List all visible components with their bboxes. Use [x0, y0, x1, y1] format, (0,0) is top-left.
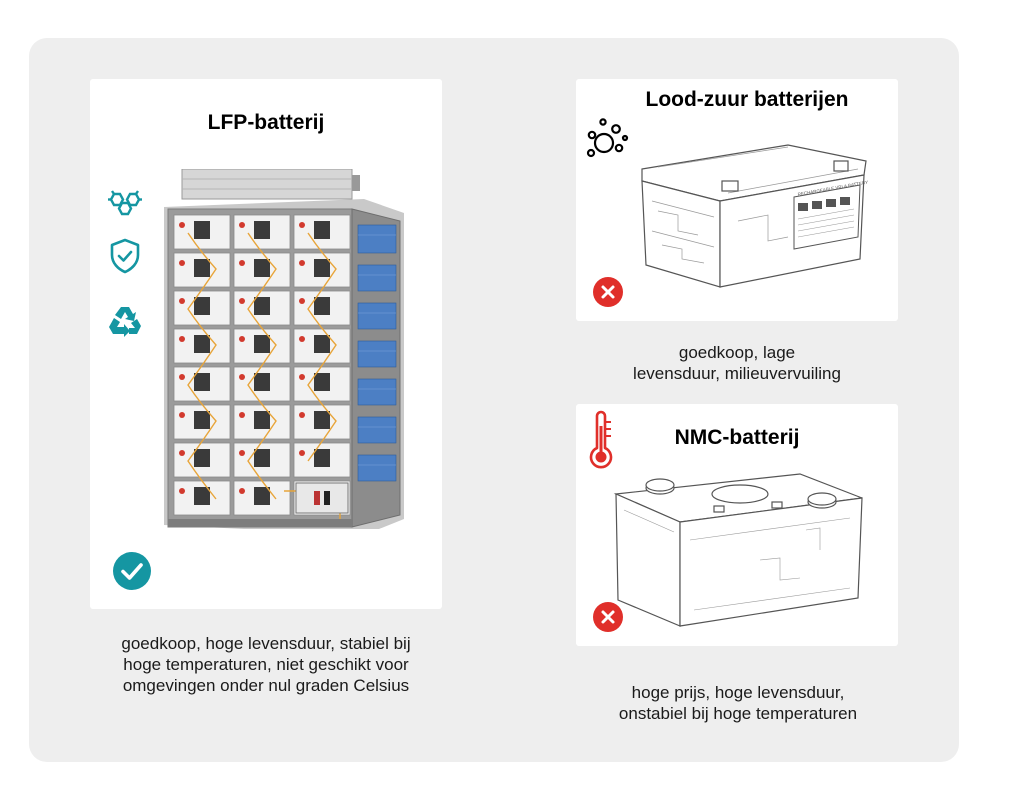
lfp-battery-rack-image [164, 169, 404, 529]
nmc-battery-image [610, 470, 868, 630]
pollution-bubbles-icon [585, 117, 629, 161]
x-circle-icon [592, 601, 624, 633]
lfp-caption: goedkoop, hoge levensduur, stabiel bij h… [60, 633, 472, 696]
lfp-caption-line: hoge temperaturen, niet geschikt voor [123, 655, 409, 674]
nmc-caption: hoge prijs, hoge levensduur, onstabiel b… [560, 682, 916, 724]
lead-acid-battery-image: RECHARGEABLE VRLA BATTERY [638, 141, 874, 291]
lead-acid-caption-line: goedkoop, lage [678, 343, 796, 362]
lead-acid-title: Lood-zuur batterijen [645, 88, 849, 111]
thermometer-icon [587, 410, 615, 472]
lfp-caption-line: omgevingen onder nul graden Celsius [122, 676, 410, 695]
recycle-icon [107, 305, 143, 339]
molecule-icon [106, 190, 144, 218]
lead-acid-card: Lood-zuur batterijen [576, 79, 898, 321]
lfp-card: LFP-batterij [90, 79, 442, 609]
lead-acid-caption-line: levensduur, milieuvervuiling [633, 364, 841, 383]
lfp-caption-line: goedkoop, hoge levensduur, stabiel bij [121, 634, 411, 653]
lfp-title: LFP-batterij [207, 111, 325, 134]
nmc-caption-line: hoge prijs, hoge levensduur, [631, 683, 845, 702]
check-circle-icon [112, 551, 152, 591]
lead-acid-caption: goedkoop, lage levensduur, milieuvervuil… [576, 342, 922, 384]
nmc-caption-line: onstabiel bij hoge temperaturen [618, 704, 858, 723]
nmc-title: NMC-batterij [674, 426, 800, 449]
shield-check-icon [109, 238, 141, 274]
x-circle-icon [592, 276, 624, 308]
nmc-card: NMC-batterij [576, 404, 898, 646]
